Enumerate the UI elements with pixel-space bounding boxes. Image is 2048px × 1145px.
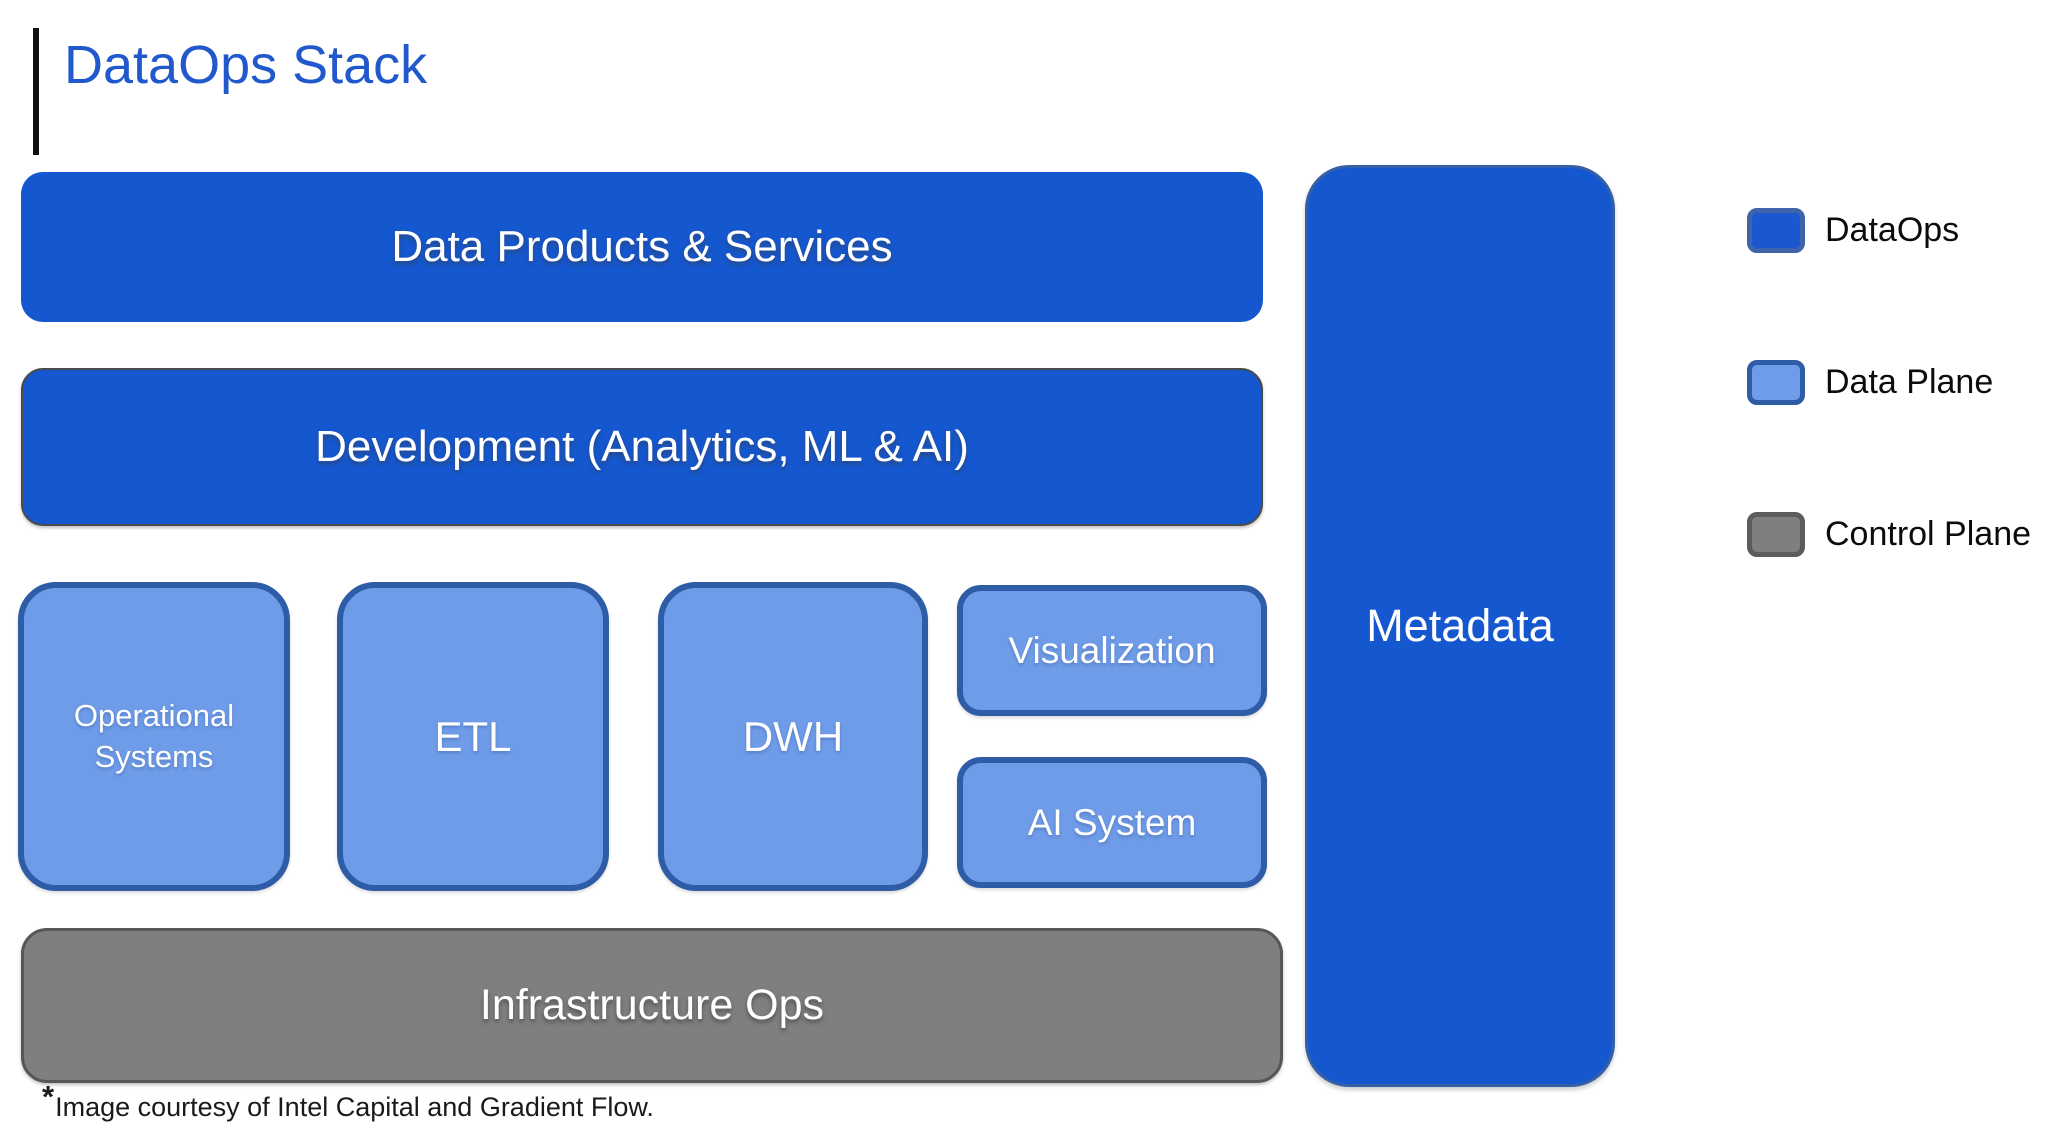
page-title: DataOps Stack bbox=[64, 35, 428, 95]
legend-label: Control Plane bbox=[1825, 515, 2032, 553]
legend-swatch-control-plane bbox=[1747, 512, 1805, 557]
box-operational-systems: Operational Systems bbox=[18, 582, 290, 891]
legend-item-dataops: DataOps bbox=[1747, 208, 1959, 253]
box-etl: ETL bbox=[337, 582, 609, 891]
title-accent-bar bbox=[33, 28, 39, 155]
footnote: *Image courtesy of Intel Capital and Gra… bbox=[42, 1079, 654, 1124]
legend-swatch-data-plane bbox=[1747, 360, 1805, 405]
layer-label: Data Products & Services bbox=[391, 222, 893, 271]
box-label: AI System bbox=[1027, 801, 1197, 843]
box-ai-system: AI System bbox=[957, 757, 1267, 888]
box-label: Visualization bbox=[1008, 629, 1216, 671]
legend-label: Data Plane bbox=[1825, 363, 1994, 401]
box-label: ETL bbox=[434, 712, 512, 760]
layer-box-data-products-services: Data Products & Services bbox=[21, 172, 1263, 322]
legend-swatch-dataops bbox=[1747, 208, 1805, 253]
legend-item-control-plane: Control Plane bbox=[1747, 512, 2031, 557]
box-label: Operational Systems bbox=[73, 697, 235, 774]
metadata-column: Metadata bbox=[1305, 165, 1615, 1087]
box-label: DWH bbox=[742, 712, 844, 760]
legend-label: DataOps bbox=[1825, 211, 1960, 249]
infrastructure-ops-bar: Infrastructure Ops bbox=[21, 928, 1283, 1083]
footnote-text: Image courtesy of Intel Capital and Grad… bbox=[55, 1092, 654, 1122]
footnote-asterisk: * bbox=[42, 1079, 55, 1114]
column-label: Metadata bbox=[1366, 600, 1554, 651]
legend-item-data-plane: Data Plane bbox=[1747, 360, 1993, 405]
bar-label: Infrastructure Ops bbox=[479, 981, 825, 1029]
layer-box-development: Development (Analytics, ML & AI) bbox=[21, 368, 1263, 526]
layer-label: Development (Analytics, ML & AI) bbox=[315, 422, 969, 471]
box-visualization: Visualization bbox=[957, 585, 1267, 716]
box-dwh: DWH bbox=[658, 582, 928, 891]
